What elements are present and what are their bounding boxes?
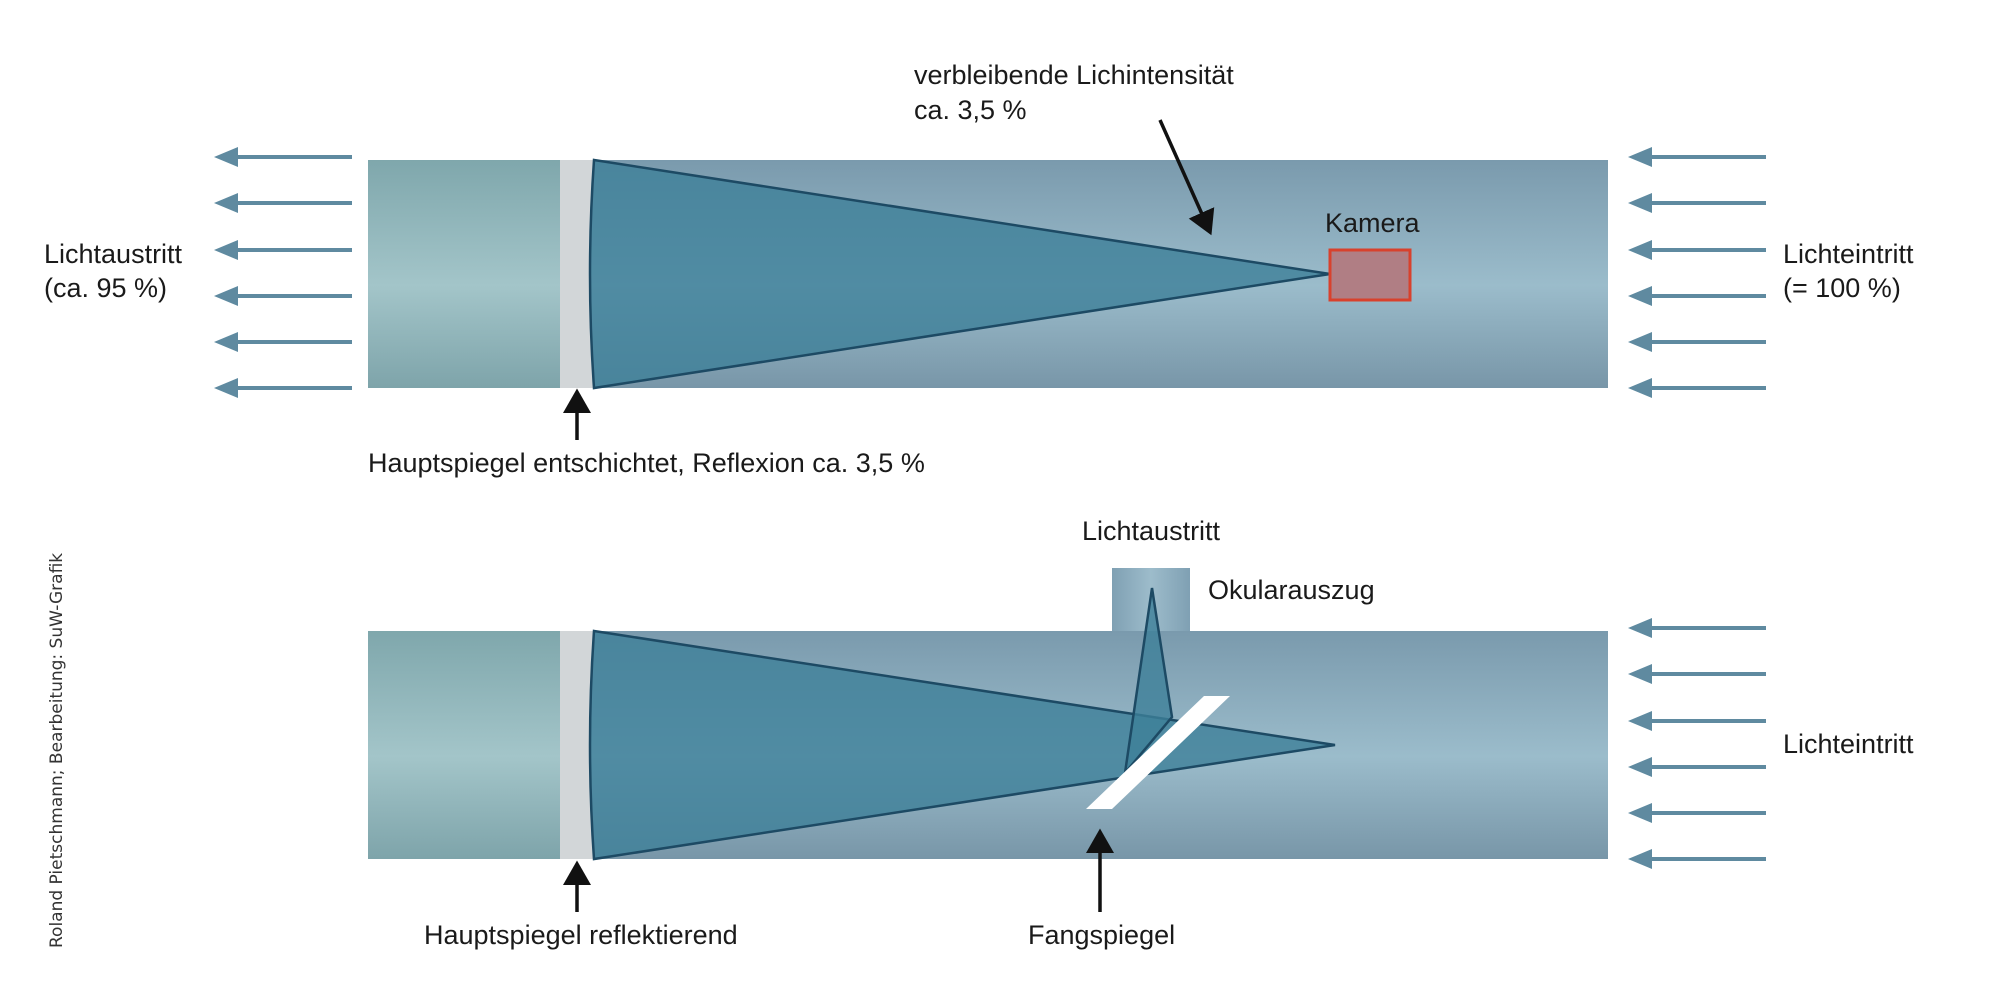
- bottom-light-cone: [588, 629, 1336, 861]
- remaining-intensity-pointer: [1158, 119, 1215, 236]
- entry-arrow-head: [1628, 711, 1652, 731]
- entry-arrow-head: [1628, 378, 1652, 398]
- bottom-primary-mirror: [560, 631, 594, 859]
- remaining-intensity-label: verbleibende Lichintensität: [914, 60, 1234, 90]
- entry-arrow-head: [1628, 757, 1652, 777]
- top-exit-percent: (ca. 95 %): [44, 273, 167, 303]
- entry-arrow-head: [1628, 332, 1652, 352]
- remaining-intensity-value: ca. 3,5 %: [914, 95, 1027, 125]
- top-diagram: verbleibende Lichintensität ca. 3,5 % Ka…: [44, 60, 1914, 478]
- top-light-cone: [588, 158, 1331, 390]
- entry-arrow-head: [1628, 664, 1652, 684]
- entry-arrow-head: [1628, 286, 1652, 306]
- entry-arrow-head: [1628, 803, 1652, 823]
- bottom-tube-back-section: [368, 631, 560, 859]
- top-entry-arrows: [1628, 147, 1766, 398]
- bottom-exit-label: Lichtaustritt: [1082, 516, 1221, 546]
- top-entry-label: Lichteintritt: [1783, 239, 1914, 269]
- entry-arrow-head: [1628, 849, 1652, 869]
- top-entry-percent: (= 100 %): [1783, 273, 1901, 303]
- entry-arrow-head: [1628, 147, 1652, 167]
- top-mirror-caption: Hauptspiegel entschichtet, Reflexion ca.…: [368, 448, 925, 478]
- secondary-mirror: [1086, 696, 1230, 809]
- entry-arrow-head: [1628, 240, 1652, 260]
- bottom-mirror-caption: Hauptspiegel reflektierend: [424, 920, 738, 950]
- exit-arrow-head: [214, 378, 238, 398]
- camera-box: [1328, 248, 1412, 302]
- top-primary-mirror: [560, 160, 594, 388]
- focuser-label: Okularauszug: [1208, 575, 1375, 605]
- camera-label: Kamera: [1325, 208, 1421, 238]
- exit-arrow-head: [214, 286, 238, 306]
- top-exit-label: Lichtaustritt: [44, 239, 183, 269]
- top-exit-arrows: [214, 147, 352, 398]
- image-credit: Roland Pietschmann; Bearbeitung: SuW-Gra…: [47, 553, 67, 948]
- exit-arrow-head: [214, 193, 238, 213]
- entry-arrow-head: [1628, 618, 1652, 638]
- reflected-cone: [1123, 587, 1174, 778]
- top-tube-back-section: [368, 160, 560, 388]
- bottom-diagram: Lichtaustritt Okularauszug Lichteintritt…: [368, 516, 1914, 950]
- secondary-mirror-caption: Fangspiegel: [1028, 920, 1175, 950]
- entry-arrow-head: [1628, 193, 1652, 213]
- exit-arrow-head: [214, 240, 238, 260]
- bottom-entry-label: Lichteintritt: [1783, 729, 1914, 759]
- exit-arrow-head: [214, 147, 238, 167]
- exit-arrow-head: [214, 332, 238, 352]
- bottom-entry-arrows: [1628, 618, 1766, 869]
